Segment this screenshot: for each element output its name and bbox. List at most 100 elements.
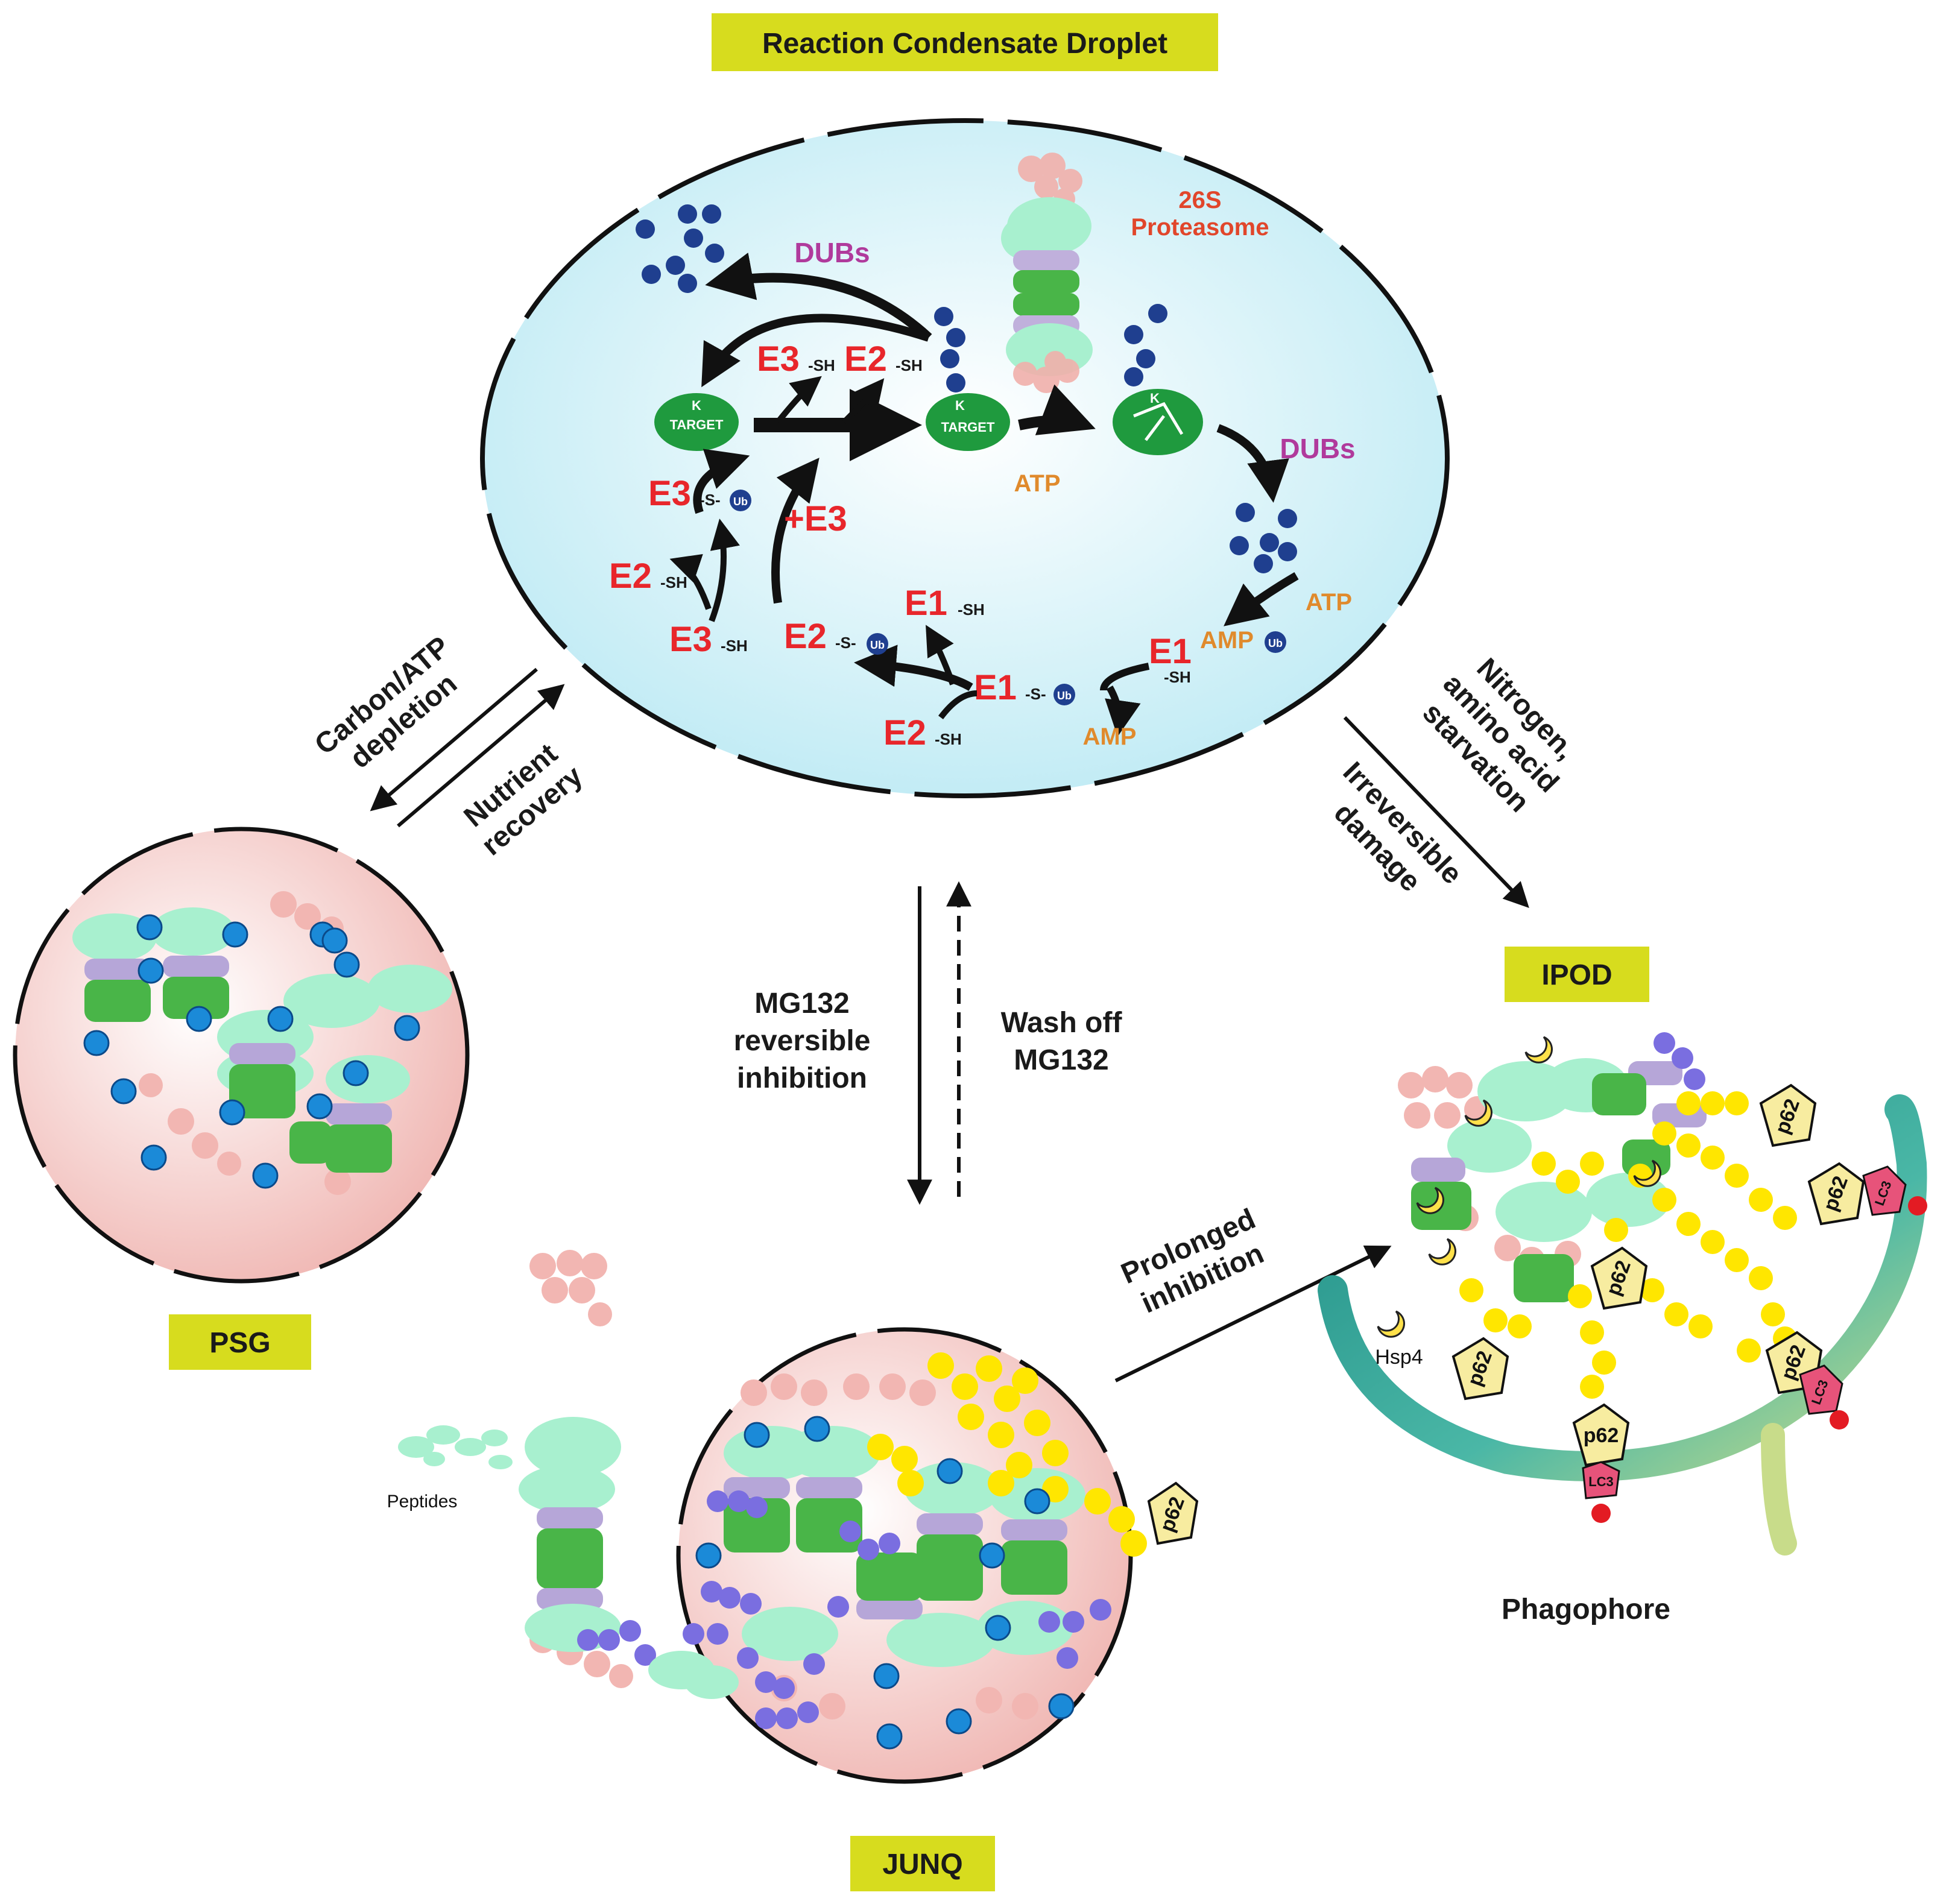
peptides: Peptides [387,1425,513,1512]
e2-release-left [669,553,712,610]
phagophore-title: Phagophore [1502,1593,1670,1625]
target-label-right: TARGET [941,420,995,435]
dubs-top-label: DUBs [794,237,870,268]
arrow-prolonged-inhibition [1114,1245,1392,1382]
e2-sh-top: E2 [844,339,887,379]
hsp4-chaperone [1377,1036,1661,1338]
mg132-line-1: MG132 [754,988,849,1020]
e2-sh-bottom-suffix: -SH [935,730,962,748]
e2-sh-top-suffix: -SH [895,356,923,374]
polyub-chain-degraded [1124,304,1167,386]
e1-release-arrow [926,625,956,686]
e3-sh-top: E3 [757,339,800,379]
arrow-nutrient-recovery [397,684,565,828]
wash-line-2: MG132 [1014,1044,1108,1076]
ipod-title-box: IPOD [1505,947,1649,1002]
wash-line-1: Wash off [1001,1007,1123,1039]
amp-label: AMP [1083,723,1137,750]
e2-e3-arrow [771,458,820,604]
p62-ipod-3: p62 [1590,1246,1648,1310]
ub-e2-thioester-label: Ub [870,639,885,651]
p62-ipod-6: p62 [1572,1403,1630,1467]
amp-release-arrow [1105,686,1141,737]
psg-title: PSG [209,1327,270,1359]
mg132-line-3: inhibition [737,1062,867,1094]
dub-arrow-right [1216,424,1289,503]
p62-ipod-1: p62 [1759,1083,1817,1147]
label-prolonged-inhibition: Prolonged inhibition [1116,1203,1268,1320]
polyub-chain [934,307,965,392]
arrow-carbon-depletion [370,667,538,812]
e2-sh-left-suffix: -SH [660,573,687,591]
e3-sh-top-suffix: -SH [808,356,835,374]
e2-sh-bottom: E2 [883,713,926,752]
p62-ipod-4: p62 [1451,1337,1509,1401]
proteasome-label-name: Proteasome [1131,214,1269,241]
phagophore [1318,1094,1927,1556]
e3-target-arrow [693,449,750,514]
mg132-line-2: reversible [734,1025,871,1057]
ub-e1-amp: Ub [1265,631,1286,653]
label-irreversible-damage: Irreversible damage [1328,756,1468,898]
peptides-label: Peptides [387,1492,458,1512]
e1-sh: E1 [905,584,947,623]
ub-e3-thioester-label: Ub [733,496,748,508]
label-carbon-depletion: Carbon/ATP depletion [309,631,463,775]
target-lysine-left: K [692,398,701,413]
droplet-title: Reaction Condensate Droplet [762,28,1167,60]
target-lysine-right: K [955,398,965,413]
e3-sh-bottom: E3 [669,620,712,659]
atp-label-e1: ATP [1306,589,1352,616]
degraded-target: K [1113,389,1203,455]
p62-ipod-2: p62 [1807,1162,1865,1226]
e3-thioester: E3 [648,474,691,513]
label-nutrient-recovery: Nutrient recovery [458,737,589,862]
dubs-right-label: DUBs [1280,433,1355,464]
e1-thioester: E1 [974,668,1017,707]
ub-e1-thioester-label: Ub [1057,690,1072,702]
hsp4-label: Hsp4 [1375,1346,1423,1369]
lc3-ipod-3-label: LC3 [1588,1474,1614,1489]
ub-e3-thioester: Ub [730,490,751,511]
e2-entry-arrow [938,690,978,720]
e1-sh-suffix: -SH [958,601,985,619]
ub-e1-thioester: Ub [1053,684,1075,705]
e3-sh-bottom-suffix: -SH [721,637,748,655]
atp-degradation-arrow [1018,384,1096,435]
plus-e3: +E3 [784,499,847,538]
ipod-title: IPOD [1541,959,1612,991]
e3-charge-arrow [709,519,740,622]
label-nitrogen-starvation: Nitrogen, amino acid starvation [1417,652,1582,819]
ipod-aggregate: Hsp4 p62 p62 LC3 p62 p62 p62 LC [1375,1032,1927,1523]
recycle-arrow-target [701,314,930,388]
psg-title-box: PSG [169,1314,311,1370]
p62-junq: p62 [1147,1481,1199,1545]
ub-e2-thioester: Ub [867,633,888,655]
released-ubiquitin [1230,503,1297,573]
dub-arrow-top [705,252,932,341]
junq-title-box: JUNQ [850,1836,995,1891]
psg-granule [13,827,470,1284]
proteasome-label-26s: 26S [1178,187,1221,213]
e1-activation-arrow [1224,572,1299,626]
e3-release-arrow [775,376,822,424]
lc3-ipod-3: LC3 [1582,1461,1620,1523]
ub-e1-amp-label: Ub [1268,637,1283,649]
p62-ipod-6-label: p62 [1584,1424,1619,1447]
free-ubiquitin-cluster [636,204,724,293]
e1-amp-sh: -SH [1164,668,1191,686]
target-substrate-ubiquitinated: K TARGET [926,393,1010,451]
degraded-lysine: K [1150,391,1160,406]
e1-amp-suffix: AMP [1200,627,1254,654]
e2-thioester-s: -S- [835,634,856,652]
e1-amp: E1 [1149,632,1192,671]
e1-transfer-arrow [1100,663,1150,691]
arrow-starvation-damage [1343,716,1529,909]
lc3-ipod-2: LC3 [1799,1364,1849,1430]
e2-sh-left: E2 [609,556,652,596]
junq-granule: p62 [676,1327,1199,1784]
e3-thioester-s: -S- [700,491,721,509]
proteasome-junq-extruding [519,1250,739,1699]
atp-label-degradation: ATP [1014,470,1060,497]
